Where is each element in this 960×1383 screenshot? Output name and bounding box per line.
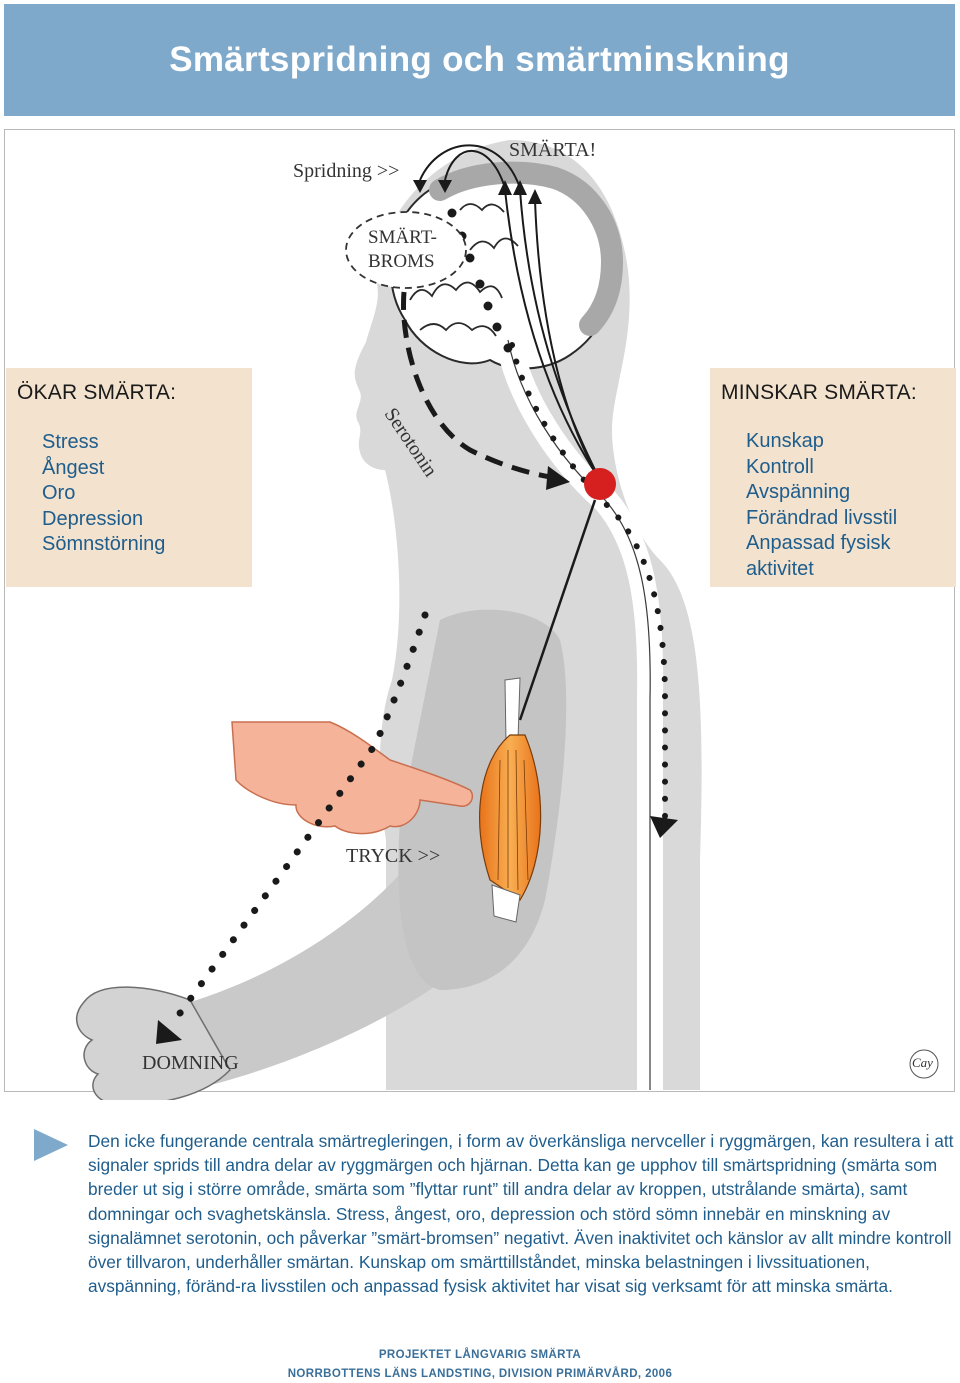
explanation-paragraph: Den icke fungerande centrala smärtregler… bbox=[88, 1131, 954, 1297]
play-arrow-icon bbox=[34, 1129, 68, 1161]
signature-circle bbox=[909, 1049, 939, 1079]
list-item: Kunskap bbox=[746, 430, 824, 452]
smartbroms-label-line2: BROMS bbox=[368, 251, 435, 272]
tendon bbox=[504, 677, 521, 743]
body-illustration bbox=[75, 140, 939, 1100]
decreases-heading: MINSKAR SMÄRTA: bbox=[721, 381, 917, 404]
list-item: Depression bbox=[42, 507, 144, 530]
smartbroms-ellipse bbox=[345, 211, 467, 289]
ascending-nerve-2 bbox=[519, 189, 601, 481]
forearm bbox=[140, 850, 470, 1090]
pain-point bbox=[584, 468, 616, 500]
muscle-signal-arrow bbox=[518, 499, 597, 721]
spread-arrowheads bbox=[413, 180, 452, 193]
spinal-arrowhead bbox=[650, 816, 678, 838]
brain-arrowheads bbox=[498, 180, 542, 204]
muscle bbox=[479, 734, 542, 901]
list-item: aktivitet bbox=[746, 557, 814, 580]
increases-list: Stress Ångest Oro Depression Sömnstörnin… bbox=[42, 430, 165, 558]
list-item: Kontroll bbox=[746, 455, 814, 478]
domning-arrowhead bbox=[156, 1020, 182, 1044]
smarta-label: SMÄRTA! bbox=[509, 139, 597, 161]
list-item: Avspänning bbox=[746, 481, 851, 504]
brain-dots bbox=[447, 208, 513, 353]
spinal-cord-outline bbox=[507, 339, 651, 1090]
ascending-nerve-1 bbox=[504, 189, 601, 481]
brain-cortex bbox=[429, 161, 624, 336]
increases-pain-box: ÖKAR SMÄRTA: Stress Ångest Oro Depressio… bbox=[6, 368, 252, 587]
signature: Cay bbox=[912, 1055, 933, 1070]
decreases-pain-box: MINSKAR SMÄRTA: Kunskap Kontroll Avspänn… bbox=[710, 368, 956, 587]
list-item: Sömnstörning bbox=[42, 533, 166, 556]
list-item: Anpassad fysisk bbox=[746, 532, 891, 555]
serotonin-arrowhead bbox=[546, 466, 570, 490]
spridning-label: Spridning >> bbox=[293, 160, 400, 182]
title-bar: Smärtspridning och smärtminskning bbox=[4, 4, 955, 116]
ascending-nerve-3 bbox=[534, 199, 601, 481]
spread-arc-2 bbox=[419, 144, 521, 189]
list-item: Förändrad livsstil bbox=[746, 506, 898, 529]
footer-project: PROJEKTET LÅNGVARIG SMÄRTA bbox=[378, 1349, 582, 1361]
muscle-fibers bbox=[497, 749, 529, 891]
tryck-label: TRYCK >> bbox=[346, 845, 441, 867]
decreases-list: Kunskap Kontroll Avspänning Förändrad li… bbox=[746, 429, 897, 583]
list-item: Oro bbox=[42, 482, 76, 505]
tendon-lower bbox=[491, 884, 521, 923]
brain-gyri bbox=[409, 203, 519, 337]
fist bbox=[75, 986, 231, 1100]
smartbroms-label-line1: SMÄRT- bbox=[368, 227, 437, 248]
domning-label: DOMNING bbox=[142, 1052, 239, 1074]
referred-pain-dotted-path bbox=[171, 611, 429, 1024]
list-item: Ångest bbox=[42, 456, 105, 479]
spread-arc-1 bbox=[444, 150, 506, 189]
list-item: Stress bbox=[42, 431, 99, 453]
footer-organisation: NORRBOTTENS LÄNS LANDSTING, DIVISION PRI… bbox=[287, 1368, 673, 1380]
serotonin-path bbox=[401, 291, 556, 481]
increases-heading: ÖKAR SMÄRTA: bbox=[17, 381, 177, 404]
page-title: Smärtspridning och smärtminskning bbox=[169, 40, 790, 79]
